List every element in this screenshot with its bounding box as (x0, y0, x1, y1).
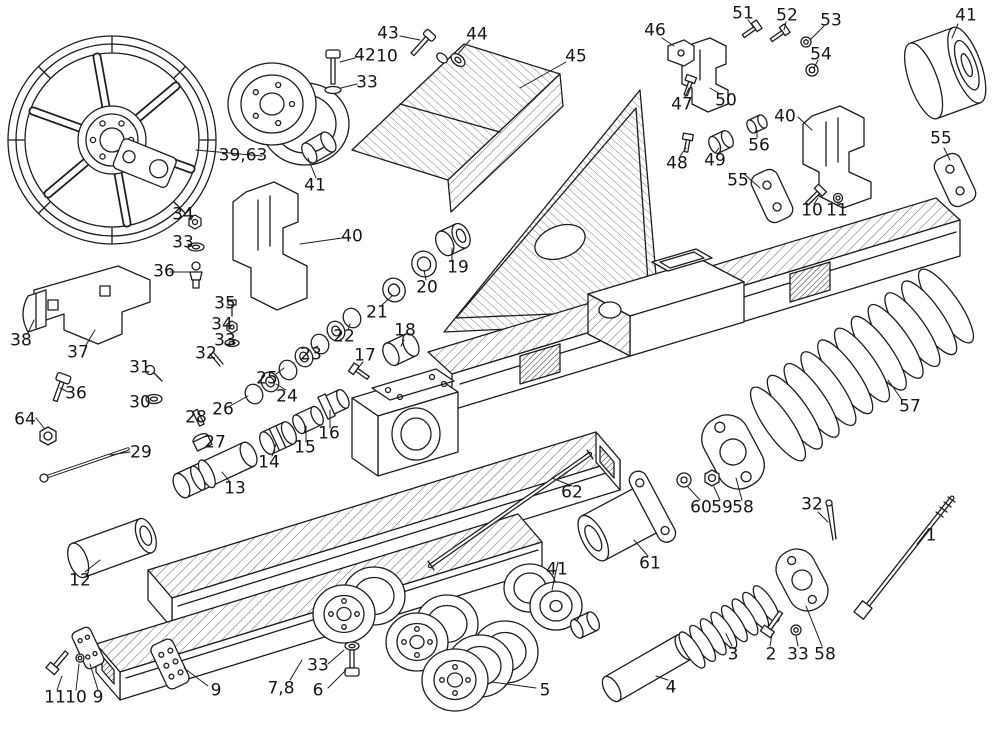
support-roller-top (227, 62, 350, 166)
small-parts (39, 19, 844, 677)
pin-cylinder-12 (67, 517, 157, 579)
gusset-plate (443, 89, 661, 333)
leader-lines (27, 19, 959, 691)
plate-55-left (750, 168, 794, 224)
bracket-40-center (232, 181, 308, 311)
pivot-block (351, 368, 459, 477)
plate-9-left (150, 638, 190, 690)
road-wheels (312, 566, 539, 712)
bracket-37 (33, 265, 151, 345)
cotter-pin-32 (825, 499, 837, 541)
rod-62 (427, 449, 594, 571)
recoil-spring-small (678, 585, 780, 669)
guard-hood (351, 43, 564, 213)
cylinder-61 (577, 470, 677, 562)
bracket-40-right (802, 105, 872, 209)
spool-roller (903, 26, 987, 120)
strap-38 (22, 289, 47, 333)
bracket-46 (667, 39, 695, 67)
main-frame-beam (427, 197, 961, 411)
rod-29 (39, 447, 130, 483)
flange-plate-58-upper (701, 414, 765, 490)
tension-bolt (853, 495, 956, 620)
recoil-spring-large (749, 268, 975, 462)
flange-plate-58-lower (775, 548, 829, 612)
support-roller-bottom (503, 563, 601, 639)
plate-9-small (71, 626, 105, 670)
plate-55-right (933, 152, 977, 208)
idler-wheel (7, 35, 217, 245)
